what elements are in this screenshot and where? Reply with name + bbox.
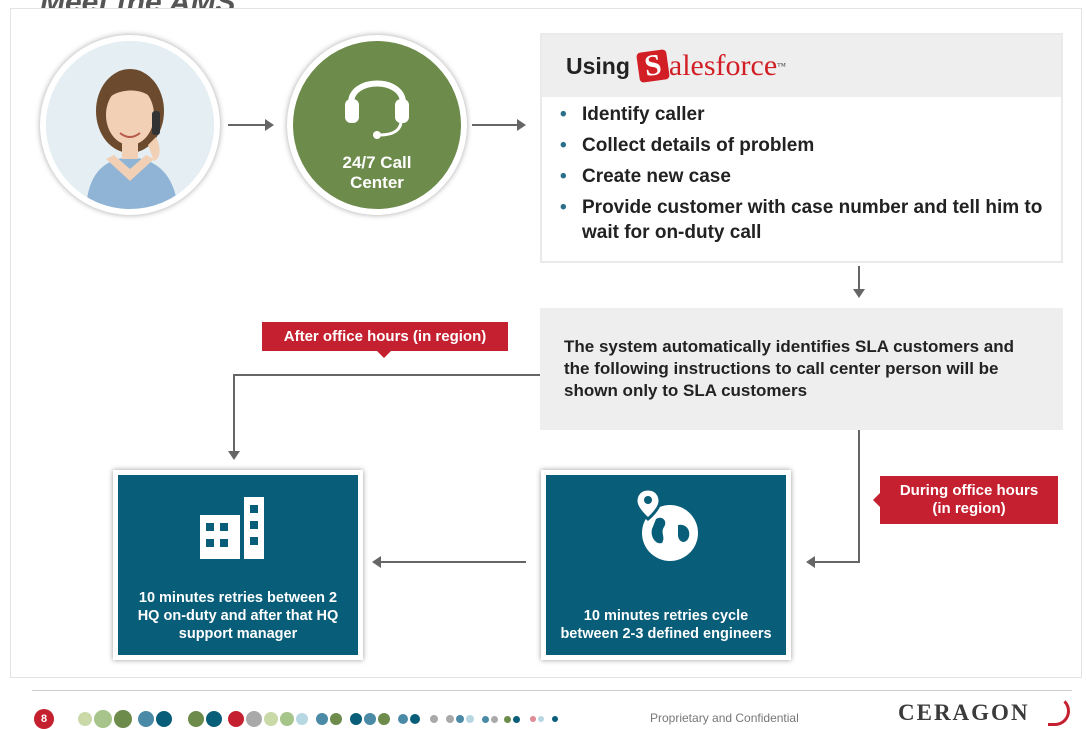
sla-info-box: The system automatically identifies SLA …: [540, 308, 1063, 430]
salesforce-logo-letter: S: [635, 48, 670, 83]
call-center-label: 24/7 Call Center: [342, 153, 412, 192]
during-hours-tag: During office hours (in region): [873, 476, 1058, 524]
headset-icon: [345, 80, 409, 139]
confidential-label: Proprietary and Confidential: [650, 711, 799, 725]
footer-decorative-dots: [34, 709, 558, 729]
list-item: Provide customer with case number and te…: [558, 195, 1061, 245]
globe-pin-icon: [634, 487, 698, 561]
flow-arrow-center-to-salesforce: [472, 119, 526, 131]
after-hours-tag: After office hours (in region): [262, 322, 508, 358]
salesforce-logo-tm: ™: [777, 61, 786, 71]
during-hours-line2: (in region): [932, 500, 1006, 517]
engineers-retries-box: 10 minutes retries cycle between 2-3 def…: [541, 470, 791, 660]
ceragon-logo: CERAGON: [898, 700, 1030, 725]
ceragon-logo-arc-icon: [1048, 696, 1070, 726]
flow-arrow-to-engineers: [806, 556, 860, 568]
building-icon: [200, 497, 264, 559]
list-item: Identify caller: [558, 102, 1061, 127]
during-hours-connector: [858, 430, 860, 562]
call-center-circle: 24/7 Call Center: [287, 35, 467, 215]
salesforce-steps-list: Identify caller Collect details of probl…: [542, 102, 1061, 245]
flow-arrow-to-hq: [228, 374, 240, 460]
after-hours-connector: [234, 374, 540, 376]
caller-photo: [40, 35, 220, 215]
page-number: 8: [34, 709, 54, 729]
flow-arrow-salesforce-to-sla: [853, 266, 865, 298]
hq-retries-text: 10 minutes retries between 2 HQ on-duty …: [137, 590, 339, 642]
caller-illustration-icon: [46, 41, 214, 209]
using-label: Using: [566, 52, 630, 79]
list-item: Collect details of problem: [558, 133, 1061, 158]
hq-retries-box: 10 minutes retries between 2 HQ on-duty …: [113, 470, 363, 660]
during-hours-line1: During office hours: [899, 482, 1039, 499]
flow-arrow-engineers-to-hq: [372, 556, 526, 568]
salesforce-logo-text: alesforce: [668, 49, 778, 82]
list-item: Create new case: [558, 164, 1061, 189]
flow-arrow-caller-to-center: [228, 119, 274, 131]
footer-divider: [32, 690, 1072, 691]
engineers-retries-text: 10 minutes retries cycle between 2-3 def…: [560, 608, 772, 642]
